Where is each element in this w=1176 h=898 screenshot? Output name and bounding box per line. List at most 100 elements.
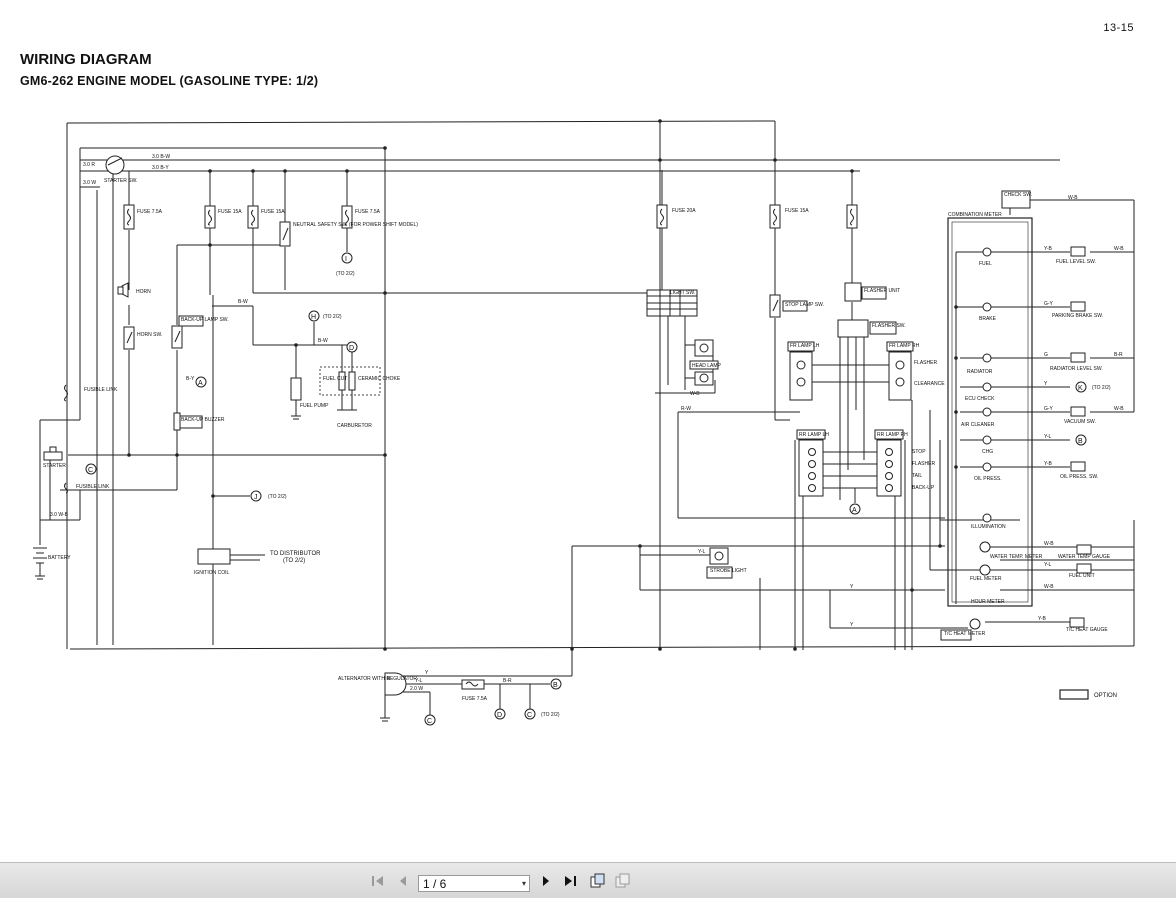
wire-code: B-W xyxy=(318,338,328,344)
carburetor-label: CARBURETOR xyxy=(337,423,372,429)
fuse-label: FUSE 15A xyxy=(218,209,242,215)
last-page-icon xyxy=(565,876,576,886)
horn-label: HORN xyxy=(136,289,151,295)
flasher-unit-label: FLASHER UNIT xyxy=(864,288,900,294)
fuse-row: FUSE 7.5A FUSE 15A FUSE 15A FUSE 7.5A FU… xyxy=(123,204,858,230)
option-legend: OPTION xyxy=(1059,689,1117,700)
oil-press-label: OIL PRESS. xyxy=(974,476,1002,482)
dropdown-caret-icon: ▾ xyxy=(521,879,526,888)
rotate-page-icon xyxy=(590,873,605,888)
last-page-button[interactable] xyxy=(561,872,579,890)
fuel-cut-label: FUEL CUT xyxy=(323,376,347,382)
flasher-section: STOP LAMP SW. FLASHER UNIT FLASHER SW. xyxy=(769,282,906,338)
wire-code: Y-B xyxy=(1044,246,1053,252)
page-number: 13-15 xyxy=(1103,22,1134,34)
wire-code: B-R xyxy=(503,678,512,684)
next-page-icon xyxy=(543,876,549,886)
wire-code: W-B xyxy=(1114,406,1124,412)
starter-switch: STARTER SW. xyxy=(104,155,137,184)
connector-h: H xyxy=(311,314,316,321)
first-page-button[interactable] xyxy=(369,872,387,890)
wire-code: W-B xyxy=(1044,541,1054,547)
backup-label: BACK-UP xyxy=(912,485,935,491)
wire-code: G-Y xyxy=(1044,406,1054,412)
fuel-level-sw-label: FUEL LEVEL SW. xyxy=(1056,259,1096,265)
ecu-check-label: ECU CHECK xyxy=(965,396,995,402)
tc-heat-gauge-label: T/C HEAT GAUGE xyxy=(1066,627,1108,633)
connector-d: D xyxy=(497,712,502,719)
wire-code: W-B xyxy=(1044,584,1054,590)
wire-code: B-W xyxy=(238,299,248,305)
connector-b: B xyxy=(1078,438,1083,445)
fuse-label: FUSE 15A xyxy=(785,208,809,214)
page-selector[interactable]: 1 / 6 ▾ xyxy=(418,875,530,892)
wire-code: R-W xyxy=(681,406,691,412)
strobe-light: STROBE LIGHT xyxy=(706,547,747,579)
fuse-label: FUSE 15A xyxy=(261,209,285,215)
tc-heat-meter-label: T/C HEAT METER xyxy=(944,631,986,637)
fuse-label: FUSE 7.5A xyxy=(462,696,488,702)
to-2-2-label: (TO 2/2) xyxy=(323,314,342,320)
clearance-label: CLEARANCE xyxy=(914,381,945,387)
connectors: A A C C C D D B B H I J K (TO 2/2) (TO 2… xyxy=(85,252,1111,726)
stop-lamp-sw-label: STOP LAMP SW. xyxy=(785,302,824,308)
ignition-coil-label: IGNITION COIL xyxy=(194,570,230,576)
flasher-label: FLASHER xyxy=(914,360,937,366)
wire-code: Y xyxy=(850,584,854,590)
strobe-light-label: STROBE LIGHT xyxy=(710,568,747,574)
bus-wires xyxy=(39,120,1135,650)
document-subtitle: GM6-262 ENGINE MODEL (GASOLINE TYPE: 1/2… xyxy=(20,74,319,88)
connector-a: A xyxy=(852,507,857,514)
wire-code: 3.0 B-W xyxy=(152,154,170,160)
wire-code: Y-B xyxy=(1044,461,1053,467)
rotate-button[interactable] xyxy=(588,872,606,890)
page-indicator: 1 / 6 xyxy=(423,876,447,891)
combination-meter-label: COMBINATION METER xyxy=(948,212,1002,218)
fuel-meter-label: FUEL METER xyxy=(970,576,1002,582)
previous-page-button[interactable] xyxy=(394,872,412,890)
wire-code: Y xyxy=(850,622,854,628)
front-lamps: FR LAMP LH FR LAMP RH FLASHER CLEARANCE xyxy=(787,341,945,401)
wire-code: G-Y xyxy=(1044,301,1054,307)
hour-meter-label: HOUR METER xyxy=(971,599,1005,605)
flasher-label: FLASHER xyxy=(912,461,935,467)
battery-label: BATTERY xyxy=(48,555,71,561)
document-page: 13-15 WIRING DIAGRAM GM6-262 ENGINE MODE… xyxy=(20,22,1135,726)
illumination-label: ILLUMINATION xyxy=(971,524,1006,530)
fit-page-button[interactable] xyxy=(613,872,631,890)
meter-wires xyxy=(940,199,1135,623)
starter-label: STARTER xyxy=(43,463,66,469)
connector-j: J xyxy=(254,494,258,501)
chg-label: CHG xyxy=(982,449,993,455)
to-2-2-label: (TO 2/2) xyxy=(336,271,355,277)
fusible-link-label: FUSIBLE LINK xyxy=(76,484,110,490)
wire-code: Y xyxy=(1044,381,1048,387)
wire-code: W-B xyxy=(690,391,700,397)
ceramic-choke-label: CERAMIC CHOKE xyxy=(358,376,401,382)
wire-code: 3.0 W xyxy=(83,180,96,186)
rr-lamp-lh-label: RR LAMP LH xyxy=(799,432,829,438)
flasher-sw-label: FLASHER SW. xyxy=(872,323,906,329)
wire-code: Y-L xyxy=(1044,562,1052,568)
document-title: WIRING DIAGRAM xyxy=(20,51,152,68)
sensor-switches: FUEL LEVEL SW. PARKING BRAKE SW. RADIATO… xyxy=(940,246,1111,641)
wire-code: 3.0 R xyxy=(83,162,95,168)
fuse-label: FUSE 7.5A xyxy=(355,209,381,215)
backup-buzzer-label: BACK-UP BUZZER xyxy=(181,417,225,423)
fusible-link-label: FUSIBLE LINK xyxy=(84,387,118,393)
wire-code: G xyxy=(1044,352,1048,358)
connector-c: C xyxy=(427,718,432,725)
wire-code: Y-L xyxy=(698,549,706,555)
radiator-level-sw-label: RADIATOR LEVEL SW. xyxy=(1050,366,1103,372)
radiator-label: RADIATOR xyxy=(967,369,993,375)
first-page-icon xyxy=(372,876,383,886)
alternator-label: ALTERNATOR WITH REGULATOR xyxy=(338,676,417,682)
wire-code: B-R xyxy=(1114,352,1123,358)
svg-text:B: B xyxy=(387,676,391,682)
connector-k: K xyxy=(1078,385,1083,392)
backup-lamp-sw-label: BACK-UP LAMP SW. xyxy=(181,317,229,323)
wire-code: W-B xyxy=(1114,246,1124,252)
option-label: OPTION xyxy=(1094,693,1117,699)
previous-page-icon xyxy=(400,876,406,886)
next-page-button[interactable] xyxy=(537,872,555,890)
